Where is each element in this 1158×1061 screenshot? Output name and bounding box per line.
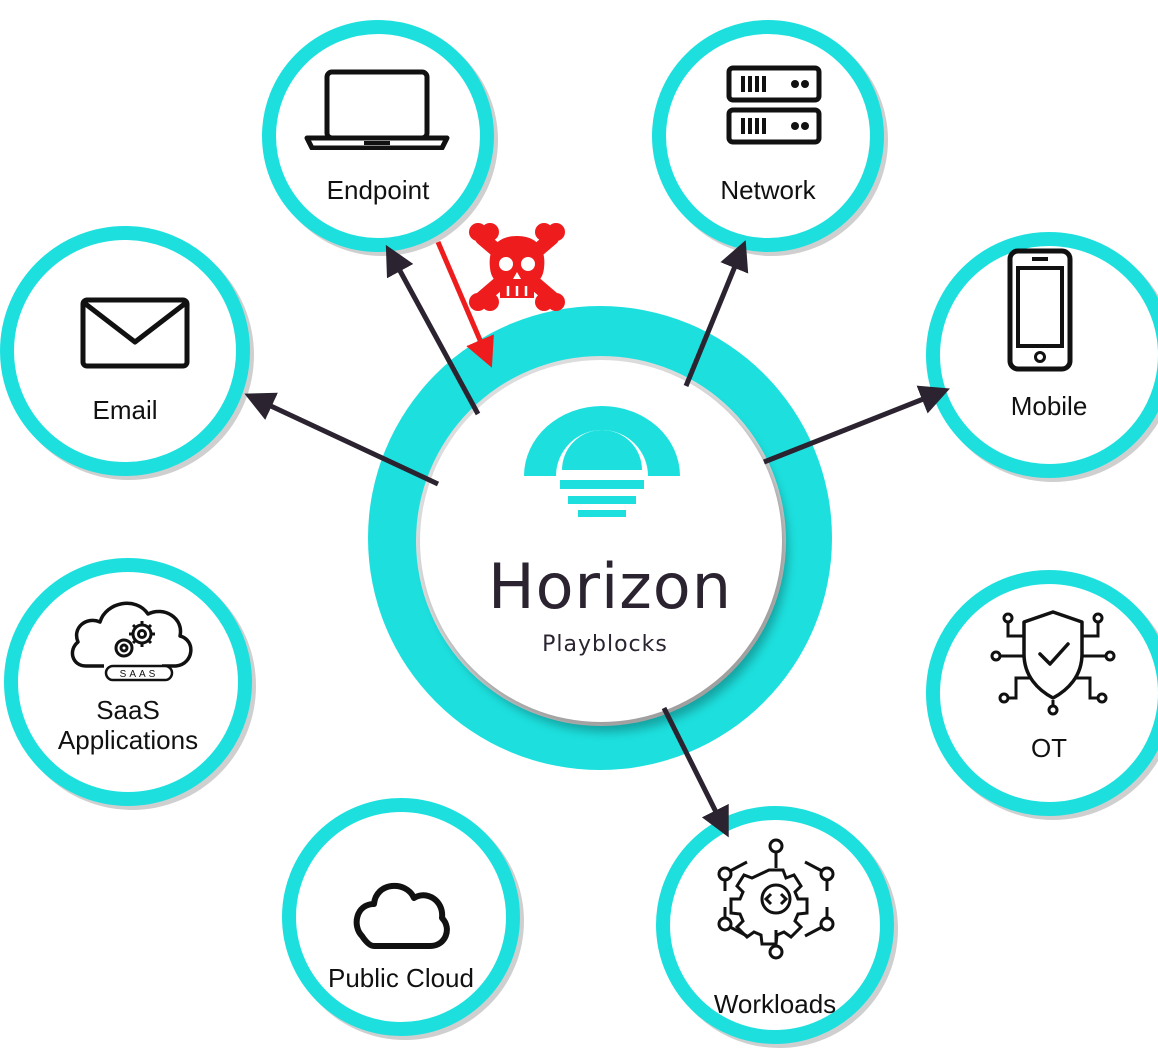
node-endpoint: Endpoint <box>262 20 494 252</box>
cloud-gears-saas-icon: SAAS <box>70 601 193 682</box>
laptop-icon <box>304 69 450 150</box>
horizon-sunset-logo-icon <box>524 406 680 522</box>
node-ot-label: OT <box>1030 733 1068 763</box>
node-saas: SAAS SaaS Applications <box>4 558 252 806</box>
gear-network-icon <box>717 838 835 960</box>
node-network-label: Network <box>720 175 816 205</box>
node-email-label: Email <box>92 395 158 425</box>
node-mobile-label: Mobile <box>1010 391 1088 421</box>
node-saas-label-line1: SaaS <box>96 695 160 725</box>
hub-subtitle: Playblocks <box>542 632 668 657</box>
shield-circuit-icon <box>990 610 1116 716</box>
cloud-icon <box>353 882 450 949</box>
smartphone-icon <box>1007 248 1073 372</box>
node-email: Email <box>0 226 250 476</box>
node-ot: OT <box>926 570 1158 816</box>
threat-arrow <box>435 241 494 368</box>
node-workloads-label: Workloads <box>713 989 837 1019</box>
envelope-icon <box>80 297 190 369</box>
skull-crossbones-icon <box>469 223 565 311</box>
hub-title: Horizon <box>487 550 733 623</box>
node-endpoint-label: Endpoint <box>326 175 430 205</box>
node-workloads: Workloads <box>656 806 894 1044</box>
svg-text:SAAS: SAAS <box>120 669 159 680</box>
node-public-cloud-label: Public Cloud <box>328 963 474 993</box>
node-network: Network <box>652 20 884 252</box>
node-saas-label-line2: Applications <box>57 725 199 755</box>
node-mobile: Mobile <box>926 232 1158 478</box>
server-rack-icon <box>726 65 822 145</box>
node-public-cloud: Public Cloud <box>282 798 520 1036</box>
